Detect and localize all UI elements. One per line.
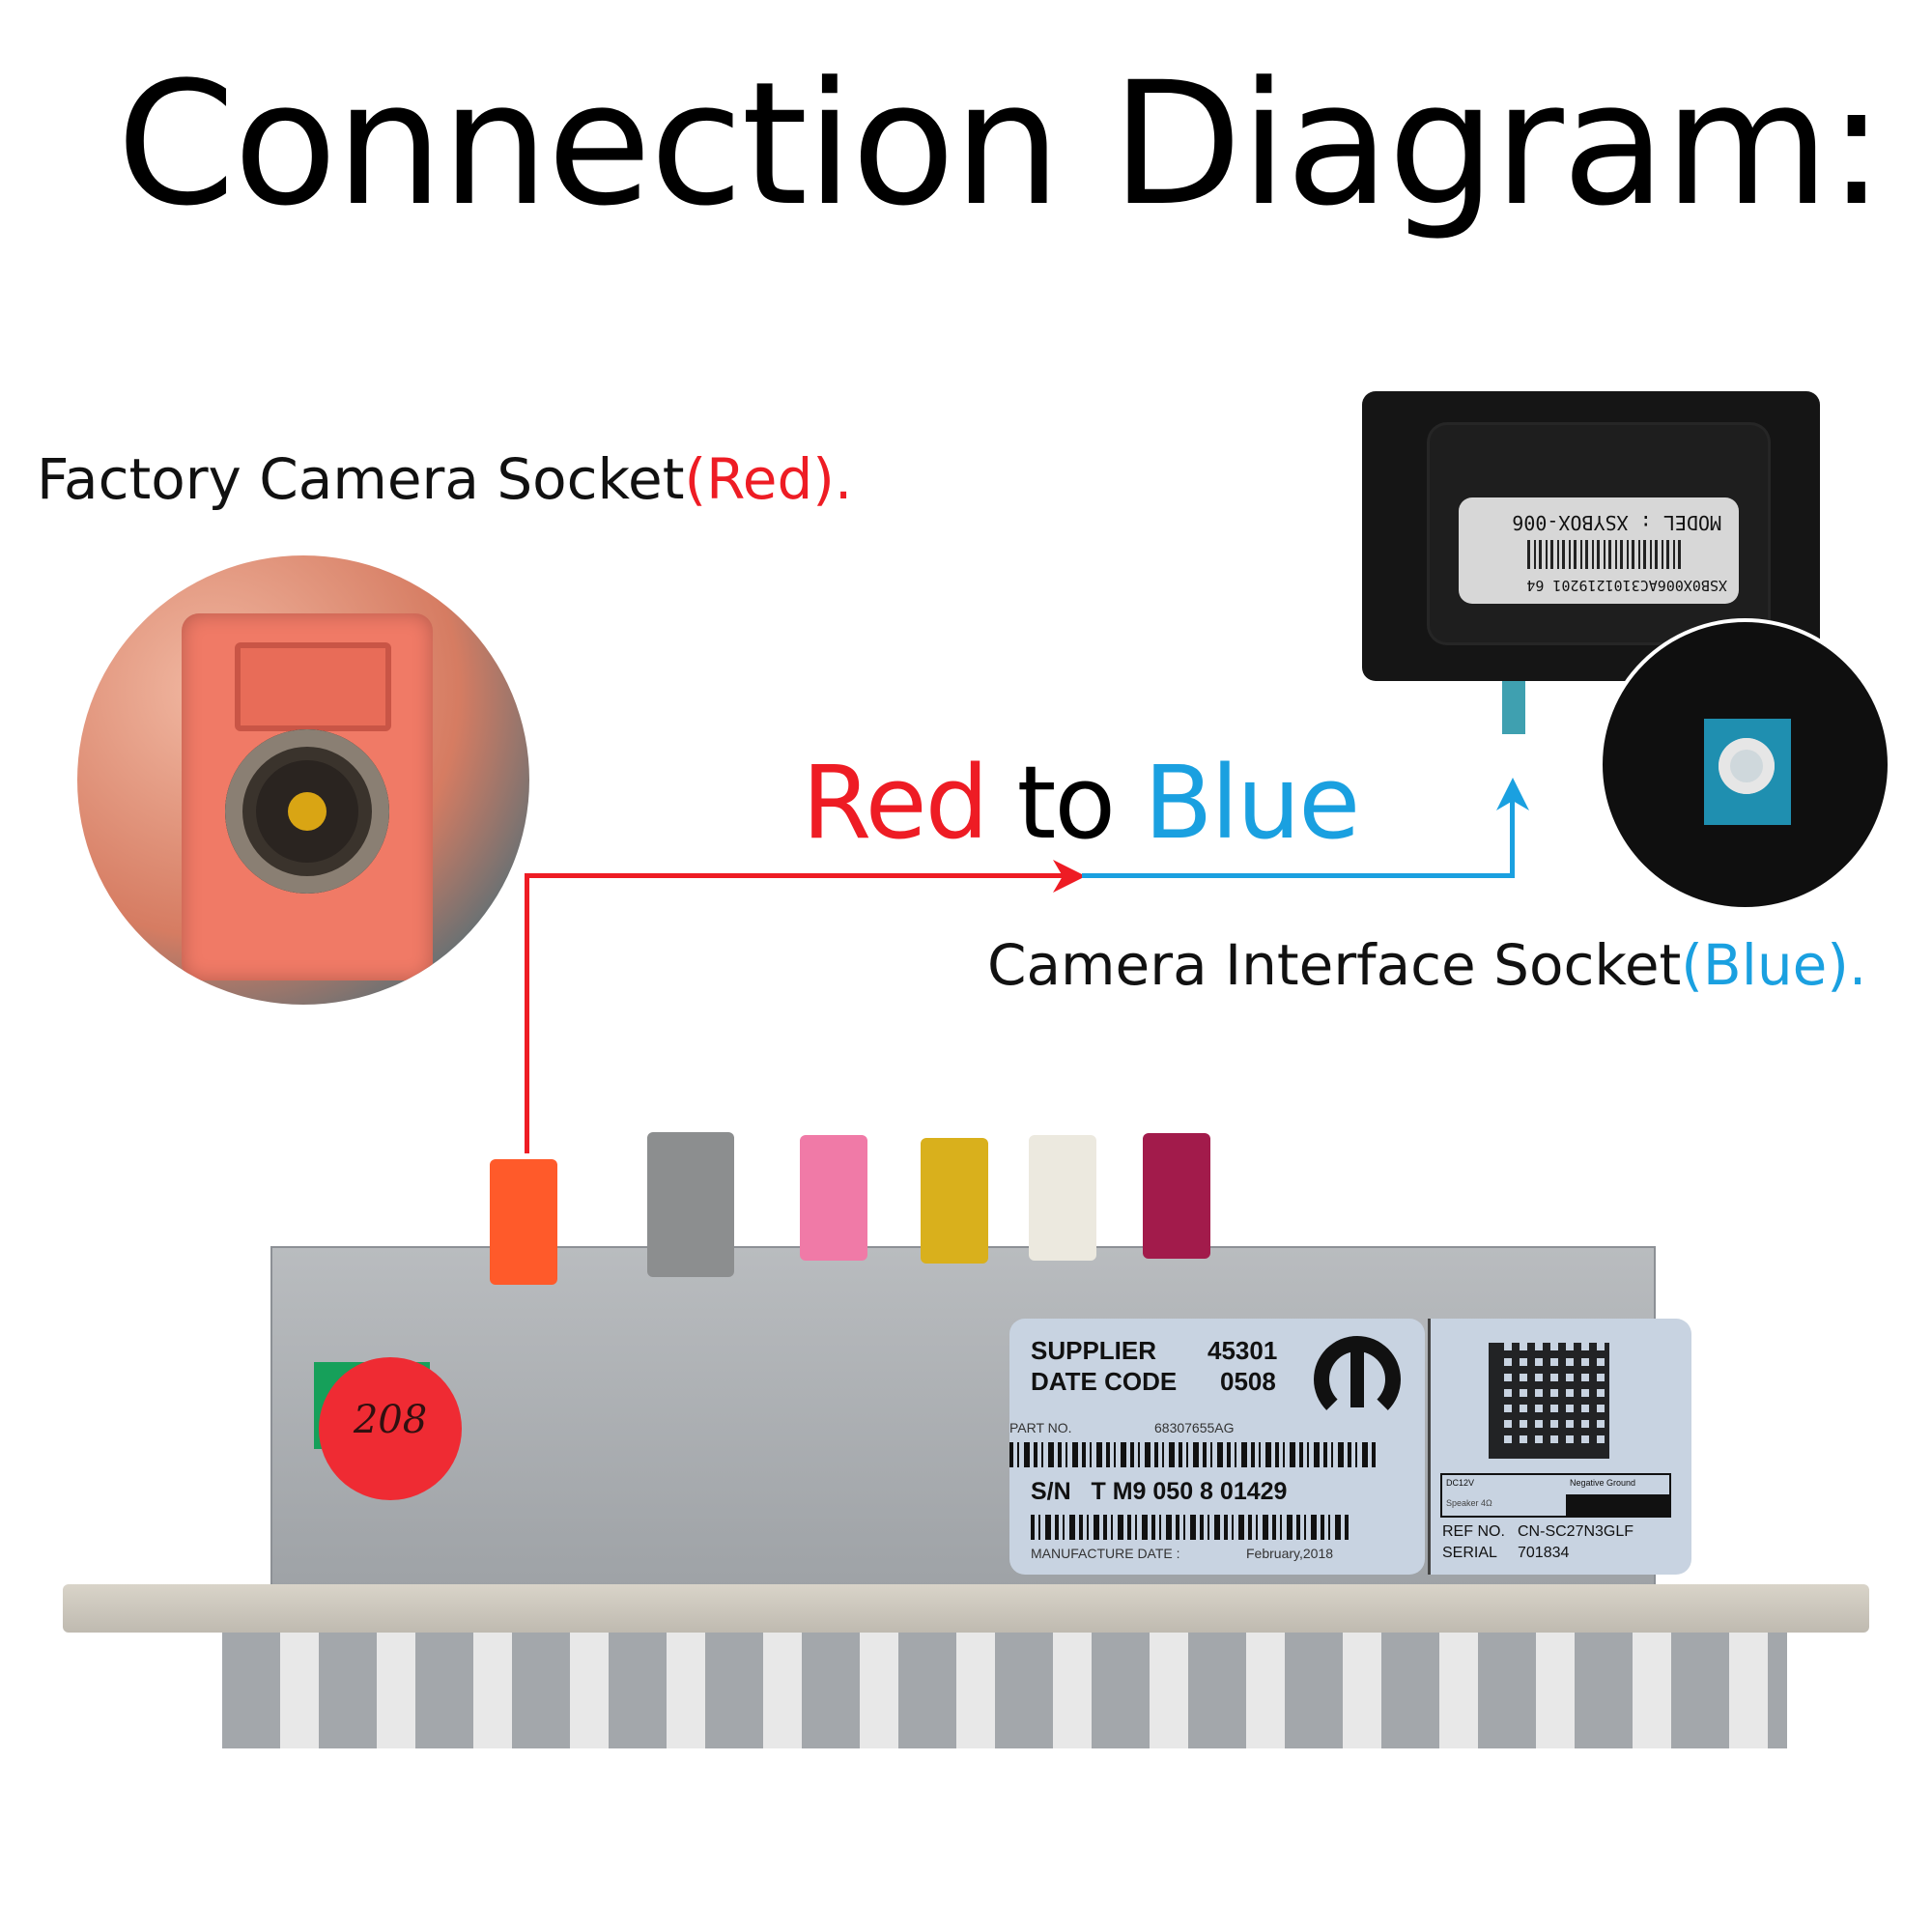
module-heat-fins [222, 1633, 1787, 1748]
red-arrowhead-icon [1053, 860, 1086, 893]
connector-yellow [921, 1138, 988, 1264]
supplier-value: 45301 [1208, 1336, 1278, 1365]
red-to-blue-instruction: Red to Blue [802, 744, 1360, 862]
camera-interface-box: XSB0X006AC3101219201 64 MODEL : XSYBOX-0… [1362, 391, 1820, 681]
serial-barcode [1031, 1515, 1350, 1540]
part-no-label: PART NO. [1009, 1420, 1072, 1435]
spec-label: DC12V Negative Ground Speaker 4Ω REF NO.… [1428, 1319, 1691, 1575]
connector-pin [288, 792, 327, 831]
red-number-sticker: 208 [319, 1357, 462, 1500]
connector-orange-factory-camera [490, 1159, 557, 1285]
supplier-label: SUPPLIER [1031, 1336, 1157, 1365]
spec-table: DC12V Negative Ground Speaker 4Ω [1440, 1473, 1671, 1518]
speaker-spec: Speaker 4Ω [1446, 1498, 1492, 1508]
factory-socket-color-note: (Red). [684, 446, 853, 512]
factory-socket-label-text: Factory Camera Socket [37, 446, 685, 512]
datamatrix-code [1489, 1343, 1609, 1459]
blue-socket-hole [1719, 738, 1775, 794]
barcode [1526, 540, 1681, 569]
connector-latch [235, 642, 391, 731]
diagram-title: Connection Diagram: [116, 45, 1886, 243]
manufacture-date-value: February,2018 [1246, 1546, 1334, 1561]
blue-wire-vertical [1510, 787, 1515, 878]
interface-socket-label-text: Camera Interface Socket [987, 932, 1682, 998]
instruction-to: to [1016, 744, 1116, 862]
serial-number: S/N T M9 050 8 01429 [1031, 1478, 1288, 1505]
interface-socket-color-note: (Blue). [1681, 932, 1867, 998]
ref-no-label: REF NO. [1442, 1523, 1505, 1540]
connector-gray [647, 1132, 734, 1277]
red-connector-body [182, 613, 433, 980]
manufacture-date-label: MANUFACTURE DATE : [1031, 1546, 1180, 1561]
instruction-blue: Blue [1144, 744, 1360, 862]
black-cell [1566, 1494, 1669, 1516]
ground-spec: Negative Ground [1570, 1478, 1636, 1488]
box-model-sticker: XSB0X006AC3101219201 64 MODEL : XSYBOX-0… [1459, 497, 1739, 604]
part-no-value: 68307655AG [1154, 1420, 1235, 1435]
instruction-red: Red [802, 744, 989, 862]
part-barcode [1009, 1442, 1377, 1467]
red-wire-horizontal [525, 873, 1075, 878]
box-serial: XSB0X006AC3101219201 64 [1526, 577, 1727, 594]
blue-socket-post [1502, 681, 1525, 734]
mopar-logo-icon [1314, 1336, 1401, 1423]
box-model: MODEL : XSYBOX-006 [1512, 511, 1721, 534]
mopar-label: SUPPLIER 45301 DATE CODE 0508 PART NO. 6… [1009, 1319, 1425, 1575]
blue-arrowhead-icon [1496, 778, 1529, 810]
camera-interface-socket-photo [1599, 618, 1891, 911]
date-code-label: DATE CODE [1031, 1367, 1178, 1396]
blue-wire-horizontal [1082, 873, 1515, 878]
serial-value: 701834 [1518, 1545, 1570, 1561]
power-spec: DC12V [1446, 1478, 1475, 1488]
serial-label: SERIAL [1442, 1545, 1497, 1561]
interface-socket-label: Camera Interface Socket(Blue). [987, 932, 1866, 998]
connector-pink [800, 1135, 867, 1261]
ref-no-value: CN-SC27N3GLF [1518, 1523, 1634, 1540]
module-base-plate [63, 1584, 1869, 1633]
connector-white [1029, 1135, 1096, 1261]
red-wire-vertical [525, 873, 529, 1153]
radio-module [63, 1132, 1869, 1748]
connector-burgundy [1143, 1133, 1210, 1259]
module-chassis [270, 1246, 1656, 1593]
date-code-value: 0508 [1220, 1367, 1276, 1396]
factory-socket-label: Factory Camera Socket(Red). [37, 446, 852, 512]
factory-camera-socket-photo [77, 555, 529, 1005]
